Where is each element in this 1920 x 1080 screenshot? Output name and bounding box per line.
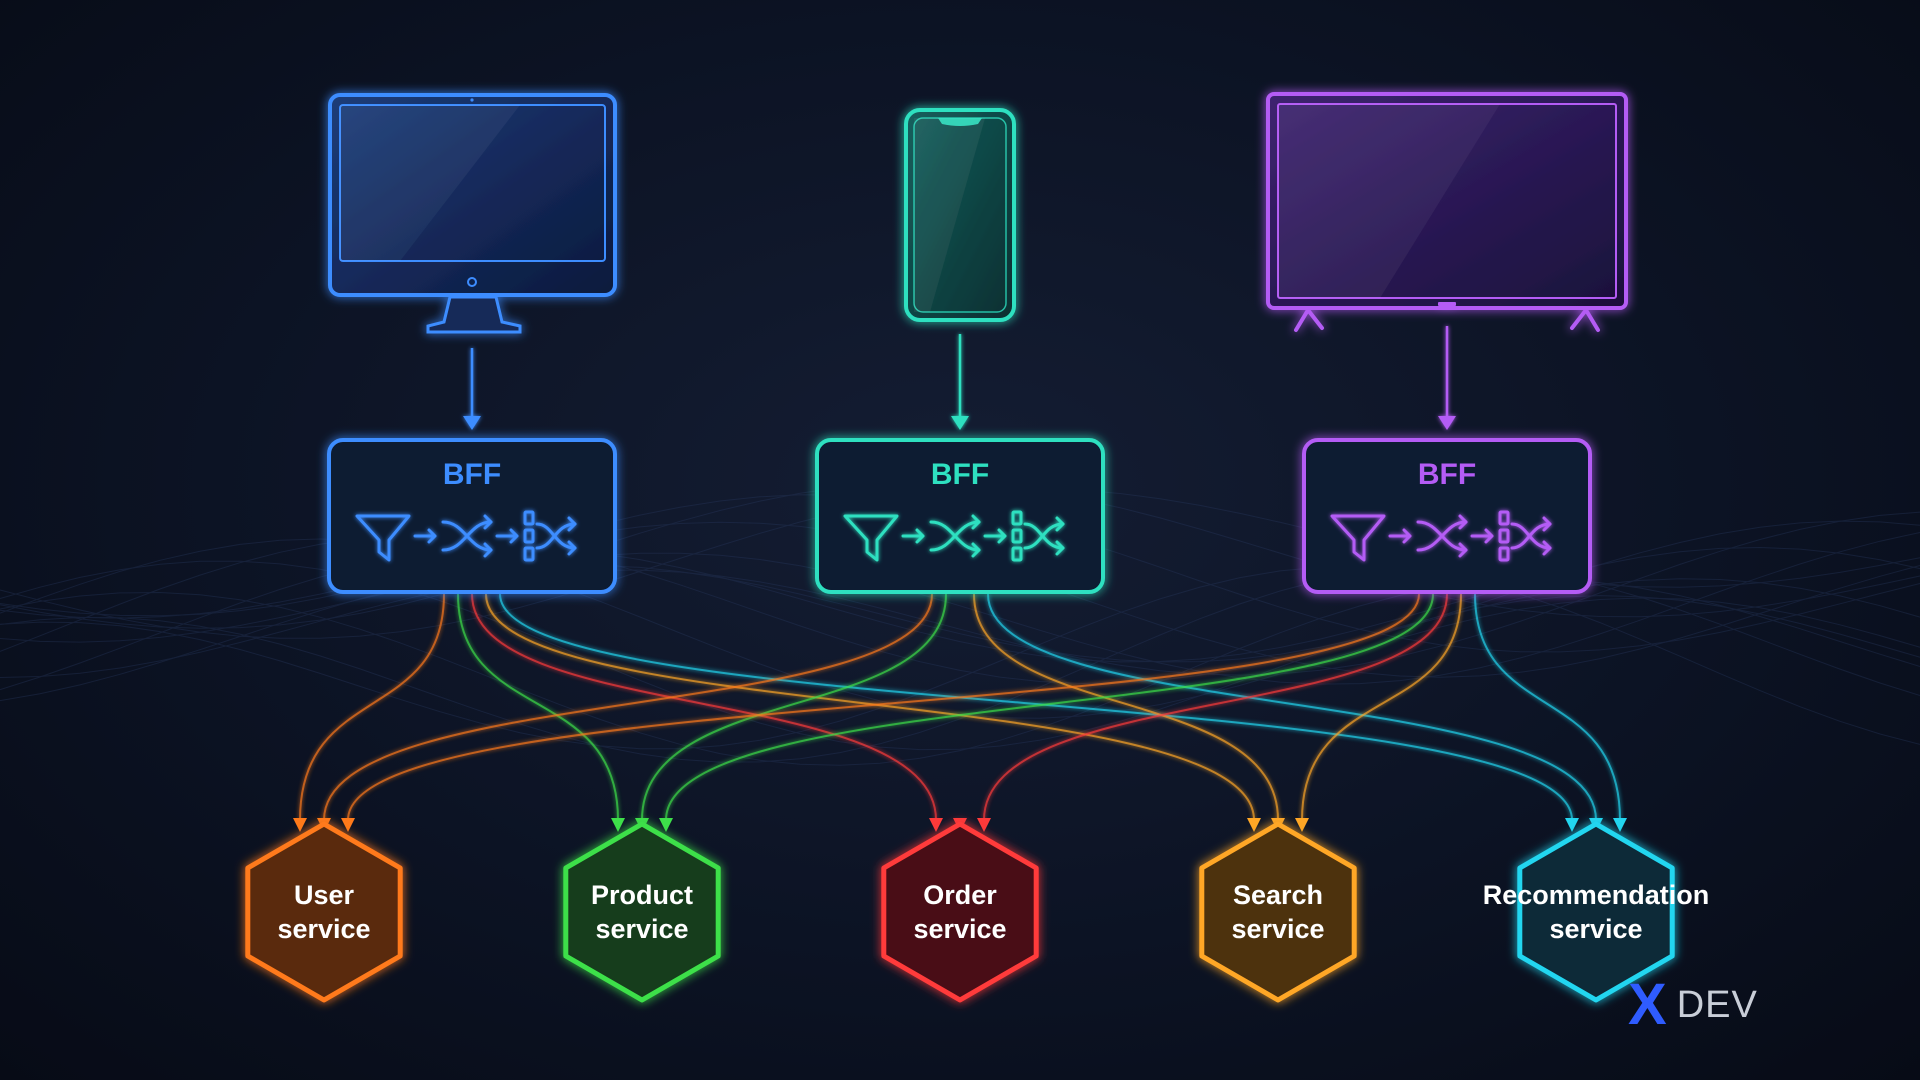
arrow-down-icon: [1438, 326, 1456, 430]
shuffle-icon: [929, 514, 981, 558]
bff-box: BFF: [327, 438, 617, 594]
aggregate-icon: [523, 510, 577, 562]
arrowhead-icon: [977, 818, 991, 832]
service-label-line2: service: [595, 914, 688, 944]
watermark-logo: X DEV: [1628, 976, 1758, 1034]
connection-line: [293, 593, 445, 832]
search-service-node: Search service: [1199, 821, 1357, 1003]
arrow-right-icon: [495, 528, 519, 544]
arrowhead-icon: [293, 818, 307, 832]
connection-line: [953, 594, 967, 832]
desktop-monitor-icon: [328, 93, 617, 334]
arrow-down-icon: [951, 334, 969, 430]
connection-line: [659, 593, 1434, 832]
service-label-line1: User: [294, 880, 355, 910]
connection-line: [341, 593, 1420, 832]
arrowhead-icon: [659, 818, 673, 832]
connection-line: [471, 593, 943, 832]
connection-line: [499, 593, 1579, 832]
shuffle-icon: [1416, 514, 1468, 558]
watermark-text: DEV: [1676, 984, 1758, 1026]
connection-line: [457, 593, 625, 832]
mobile-phone-icon: [904, 108, 1016, 322]
connection-line: [1295, 593, 1462, 832]
arrowhead-icon: [1565, 818, 1579, 832]
arrowhead-icon: [929, 818, 943, 832]
service-label-line1: Order: [923, 880, 997, 910]
product-service-node: Product service: [563, 821, 721, 1003]
arrowhead-icon: [1295, 818, 1309, 832]
connection-line: [485, 593, 1261, 832]
connection-line: [977, 593, 1448, 832]
connection-line: [1474, 593, 1627, 832]
tv-screen-icon: [1266, 92, 1628, 332]
bff-box: BFF: [815, 438, 1105, 594]
bff-label: BFF: [1418, 458, 1476, 491]
recommendation-service-node: Recommendation service: [1483, 821, 1710, 1003]
arrow-right-icon: [1388, 528, 1412, 544]
filter-icon: [1330, 514, 1386, 562]
arrowhead-icon: [341, 818, 355, 832]
service-label-line2: service: [1549, 914, 1642, 944]
aggregate-icon: [1011, 510, 1065, 562]
connection-lines: [293, 593, 1627, 832]
service-label-line2: service: [913, 914, 1006, 944]
filter-icon: [843, 514, 899, 562]
arrow-right-icon: [901, 528, 925, 544]
arrow-right-icon: [983, 528, 1007, 544]
aggregate-icon: [1498, 510, 1552, 562]
service-label-line2: service: [1231, 914, 1324, 944]
shuffle-icon: [441, 514, 493, 558]
service-label-line1: Product: [591, 880, 693, 910]
x-logo-icon: X: [1628, 972, 1667, 1037]
filter-icon: [355, 514, 411, 562]
connection-line: [317, 593, 933, 832]
service-label-line1: Search: [1233, 880, 1323, 910]
user-service-node: User service: [245, 821, 403, 1003]
service-label-line1: Recommendation: [1483, 880, 1710, 910]
arrowhead-icon: [611, 818, 625, 832]
bff-label: BFF: [931, 458, 989, 491]
arrow-right-icon: [413, 528, 437, 544]
arrowhead-icon: [1613, 818, 1627, 832]
bff-label: BFF: [443, 458, 501, 491]
bff-box: BFF: [1302, 438, 1592, 594]
client-to-bff-arrows: [463, 326, 1456, 430]
service-label-line2: service: [277, 914, 370, 944]
arrowhead-icon: [1247, 818, 1261, 832]
arrow-right-icon: [1470, 528, 1494, 544]
arrow-down-icon: [463, 348, 481, 430]
order-service-node: Order service: [881, 821, 1039, 1003]
